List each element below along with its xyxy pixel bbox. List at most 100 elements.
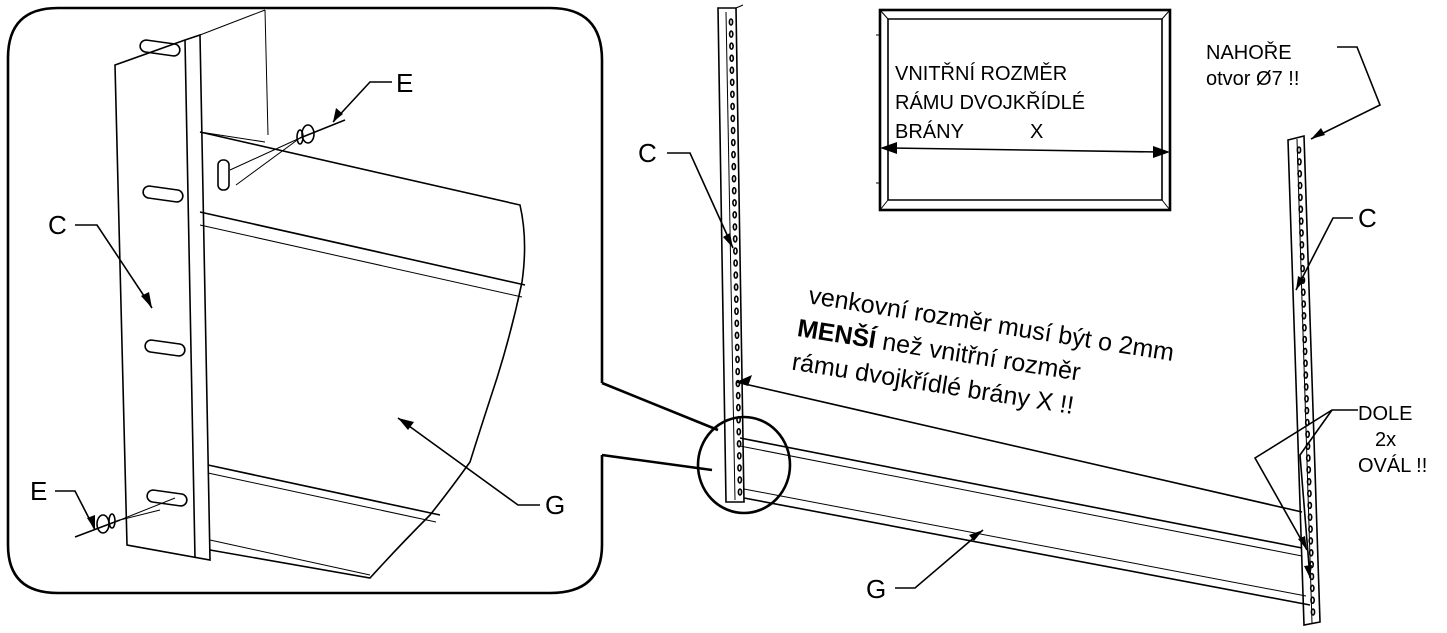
post-hole — [1303, 359, 1308, 368]
post-hole — [729, 54, 735, 63]
post-hole — [732, 223, 738, 231]
svg-text:OVÁL !!: OVÁL !! — [1358, 454, 1427, 477]
post-hole — [1306, 465, 1312, 474]
post-hole — [736, 427, 742, 436]
detail-panel-edge-5 — [209, 539, 371, 576]
post-hole — [737, 488, 743, 496]
post-hole — [733, 283, 739, 291]
post-hole — [730, 126, 736, 135]
post-hole — [734, 319, 740, 328]
detail-panel-g — [199, 131, 526, 579]
post-hole — [1307, 513, 1313, 522]
arrowhead-detail-g — [398, 418, 414, 430]
post-hole — [735, 391, 741, 400]
post-hole — [1299, 252, 1305, 261]
detail-label-g: G — [545, 490, 565, 520]
post-hole — [733, 259, 739, 267]
post-hole — [731, 186, 737, 195]
post-hole — [733, 271, 739, 279]
detail-post-flange — [199, 131, 266, 143]
main-label-c-right: C — [1358, 203, 1377, 233]
post-hole — [734, 331, 740, 340]
post-hole — [1297, 158, 1302, 166]
post-hole — [1300, 264, 1306, 273]
detail-post-c-back — [199, 9, 266, 36]
post-hole — [730, 138, 736, 147]
svg-text:2x: 2x — [1375, 429, 1396, 451]
slot-4 — [146, 489, 188, 507]
svg-text:DOLE: DOLE — [1358, 403, 1412, 425]
leader-detail-g — [397, 417, 540, 506]
post-hole — [1308, 537, 1314, 545]
main-assembly: C C G — [638, 4, 1377, 626]
detail-panel-edge-1 — [199, 211, 526, 286]
leader-detail-c — [75, 224, 153, 309]
magnifier-circle — [696, 415, 792, 515]
post-hole — [730, 90, 735, 99]
arrowhead-detail-e-bottom — [87, 515, 95, 530]
inset-line-2: RÁMU DVOJKŘÍDLÉ — [895, 91, 1085, 114]
post-hole — [733, 247, 738, 255]
detail-label-e-top: E — [396, 68, 413, 98]
post-hole — [1309, 572, 1315, 581]
post-hole — [1310, 608, 1316, 616]
bottom-oval-note: DOLE 2x OVÁL !! — [1253, 403, 1427, 579]
post-hole — [1297, 181, 1303, 190]
post-hole — [728, 30, 734, 38]
post-hole — [1308, 525, 1313, 533]
post-hole — [1306, 477, 1312, 486]
post-hole — [1310, 596, 1316, 605]
callout-line-bottom — [601, 453, 713, 472]
outer-dimension-note: venkovní rozměr musí být o 2mm MENŠÍ než… — [790, 281, 1176, 419]
post-hole — [1299, 241, 1305, 249]
inset-line-3a: BRÁNY — [895, 120, 964, 143]
post-hole — [1301, 311, 1307, 320]
post-hole — [737, 476, 743, 484]
arrowhead-detail-c — [141, 292, 152, 308]
callout-line-top — [601, 381, 719, 432]
post-hole — [1298, 217, 1304, 225]
post-hole — [729, 66, 735, 74]
post-hole — [1302, 323, 1307, 332]
slot-1 — [139, 39, 181, 57]
main-label-c-left: C — [638, 138, 657, 168]
post-hole — [1296, 146, 1302, 154]
post-hole — [736, 451, 742, 460]
post-hole — [1303, 383, 1309, 391]
detail-panel: C E E G — [6, 6, 719, 595]
inset-line-1: VNITŘNÍ ROZMĚR — [895, 62, 1067, 85]
post-hole — [731, 174, 737, 183]
post-hole — [1302, 335, 1308, 344]
detail-post-c-fold — [184, 39, 196, 559]
post-hole — [735, 355, 740, 364]
detail-post-c-back-2 — [264, 9, 269, 136]
post-hole — [1308, 548, 1314, 557]
svg-text:otvor Ø7 !!: otvor Ø7 !! — [1206, 68, 1299, 90]
post-hole — [730, 114, 736, 123]
post-hole — [736, 439, 742, 448]
post-hole — [732, 211, 738, 219]
post-hole — [1298, 193, 1303, 202]
detail-label-e-bottom: E — [30, 476, 47, 506]
beam-g — [735, 375, 1311, 606]
slot-3 — [144, 339, 186, 357]
post-hole — [1309, 584, 1315, 593]
post-hole — [734, 307, 739, 316]
post-hole — [732, 235, 738, 243]
inner-dimension-box: VNITŘNÍ ROZMĚR RÁMU DVOJKŘÍDLÉ BRÁNY X — [876, 8, 1172, 212]
rivet-e-bottom — [74, 497, 176, 538]
left-post-c — [717, 4, 745, 503]
main-label-g: G — [866, 574, 886, 604]
post-hole — [1305, 430, 1311, 439]
arrowhead-detail-e-top — [333, 108, 343, 122]
svg-text:NAHOŘE: NAHOŘE — [1206, 41, 1292, 64]
right-post-c — [1287, 134, 1321, 626]
rivet-e-top — [229, 119, 346, 186]
post-hole — [1298, 205, 1304, 213]
post-hole — [1299, 229, 1304, 237]
detail-label-c: C — [48, 210, 67, 240]
leader-detail-e-top — [332, 81, 392, 123]
top-hole-note: NAHOŘE otvor Ø7 !! — [1206, 41, 1382, 140]
post-hole — [1297, 169, 1303, 178]
